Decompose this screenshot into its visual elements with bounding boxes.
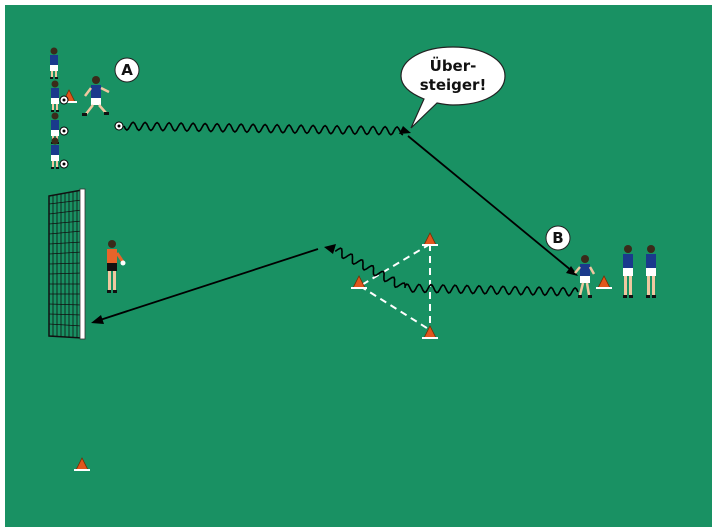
ball-icon bbox=[60, 127, 68, 135]
speech-bubble-text: Über- steiger! bbox=[402, 50, 504, 102]
marker-a-label: A bbox=[115, 58, 139, 82]
speech-bubble-line-2: steiger! bbox=[420, 76, 487, 95]
pitch bbox=[5, 5, 712, 527]
ball-icon bbox=[115, 122, 123, 130]
ball-icon bbox=[60, 96, 68, 104]
speech-bubble-line-1: Über- bbox=[430, 57, 477, 76]
marker-b-label: B bbox=[546, 226, 570, 250]
ball-icon bbox=[60, 160, 68, 168]
